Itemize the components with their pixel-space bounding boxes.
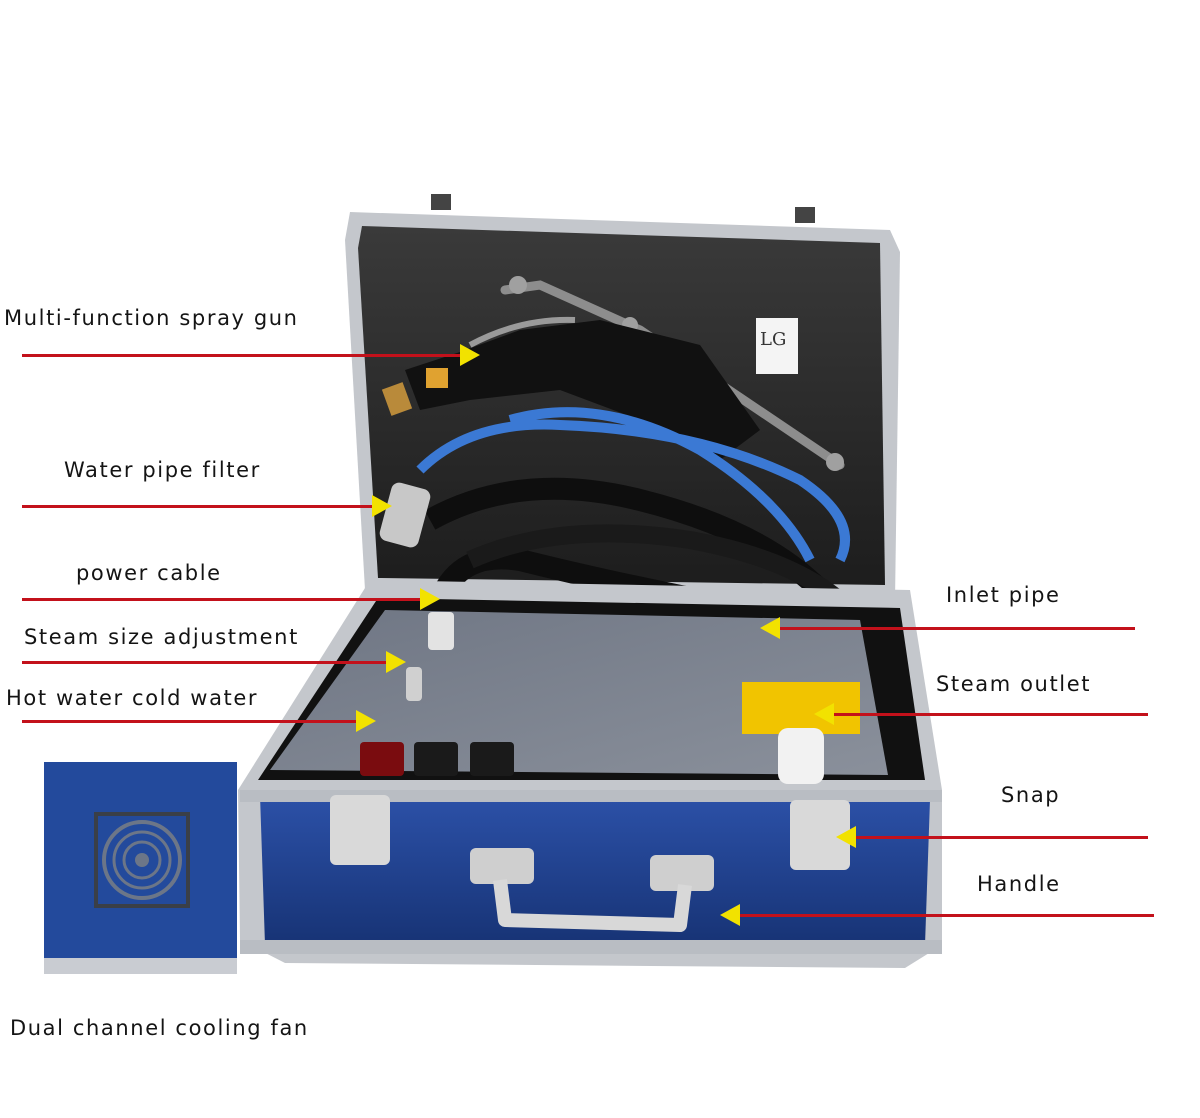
water-filter-body — [379, 482, 431, 548]
hot-cold-knob — [406, 667, 422, 701]
lid-latch-tab — [795, 207, 815, 223]
steam-adjust-knob — [428, 612, 454, 650]
arrow-steam-outlet — [814, 703, 834, 725]
carry-handle — [493, 879, 692, 932]
arrow-hot-cold — [356, 710, 376, 732]
leader-line-spray-gun — [22, 354, 462, 357]
cooling-fan-photo — [44, 762, 237, 974]
label-power-cable: power cable — [76, 561, 222, 585]
leader-line-water-filter — [22, 505, 372, 508]
label-spray-gun: Multi-function spray gun — [4, 306, 299, 330]
case-bottom-trim — [240, 940, 942, 954]
case-front-trim — [240, 790, 942, 802]
rocker-switch — [470, 742, 514, 776]
spray-gun-trigger-tag — [426, 368, 448, 388]
label-water-filter: Water pipe filter — [64, 458, 261, 482]
leader-line-steam-adjust — [22, 661, 386, 664]
arrow-steam-adjust — [386, 651, 406, 673]
arrow-power-cable — [420, 588, 440, 610]
leader-line-snap — [856, 836, 1148, 839]
lid-latch-tab — [431, 194, 451, 210]
arrow-water-filter — [372, 495, 392, 517]
rocker-switch — [414, 742, 458, 776]
fan-grille-icon — [102, 820, 182, 900]
carry-handle-mount — [650, 855, 714, 891]
label-steam-adjust: Steam size adjustment — [24, 625, 299, 649]
cooling-fan-inset — [44, 762, 237, 974]
spray-gun-body — [405, 320, 760, 460]
spray-nozzle — [381, 382, 413, 416]
case-front — [260, 795, 930, 945]
warning-sticker — [742, 682, 860, 734]
right-latch — [790, 800, 850, 870]
arrow-spray-gun — [460, 344, 480, 366]
black-steam-hose — [466, 524, 857, 617]
brand-logo-mark: LG — [760, 329, 786, 350]
brand-sticker — [756, 318, 798, 374]
control-panel — [270, 610, 888, 775]
steam-outlet-fitting — [778, 728, 824, 784]
leader-line-hot-cold — [22, 720, 360, 723]
power-switch — [360, 742, 404, 776]
label-inlet-pipe: Inlet pipe — [946, 583, 1061, 607]
label-handle: Handle — [977, 872, 1061, 896]
carry-handle-mount — [470, 848, 534, 884]
leader-line-handle — [740, 914, 1154, 917]
lance-fitting — [509, 276, 527, 294]
leader-line-inlet-pipe — [780, 627, 1135, 630]
arrow-snap — [836, 826, 856, 848]
spray-gun-hose — [468, 316, 576, 348]
label-snap: Snap — [1001, 783, 1061, 807]
arrow-inlet-pipe — [760, 617, 780, 639]
leader-line-power-cable — [22, 598, 420, 601]
label-cooling-fan: Dual channel cooling fan — [10, 1016, 309, 1040]
left-latch — [330, 795, 390, 865]
arrow-handle — [720, 904, 740, 926]
label-steam-outlet: Steam outlet — [936, 672, 1092, 696]
leader-line-steam-outlet — [834, 713, 1148, 716]
blue-inlet-hose — [416, 407, 850, 563]
lance-fitting — [826, 453, 844, 471]
label-hot-cold: Hot water cold water — [6, 686, 259, 710]
